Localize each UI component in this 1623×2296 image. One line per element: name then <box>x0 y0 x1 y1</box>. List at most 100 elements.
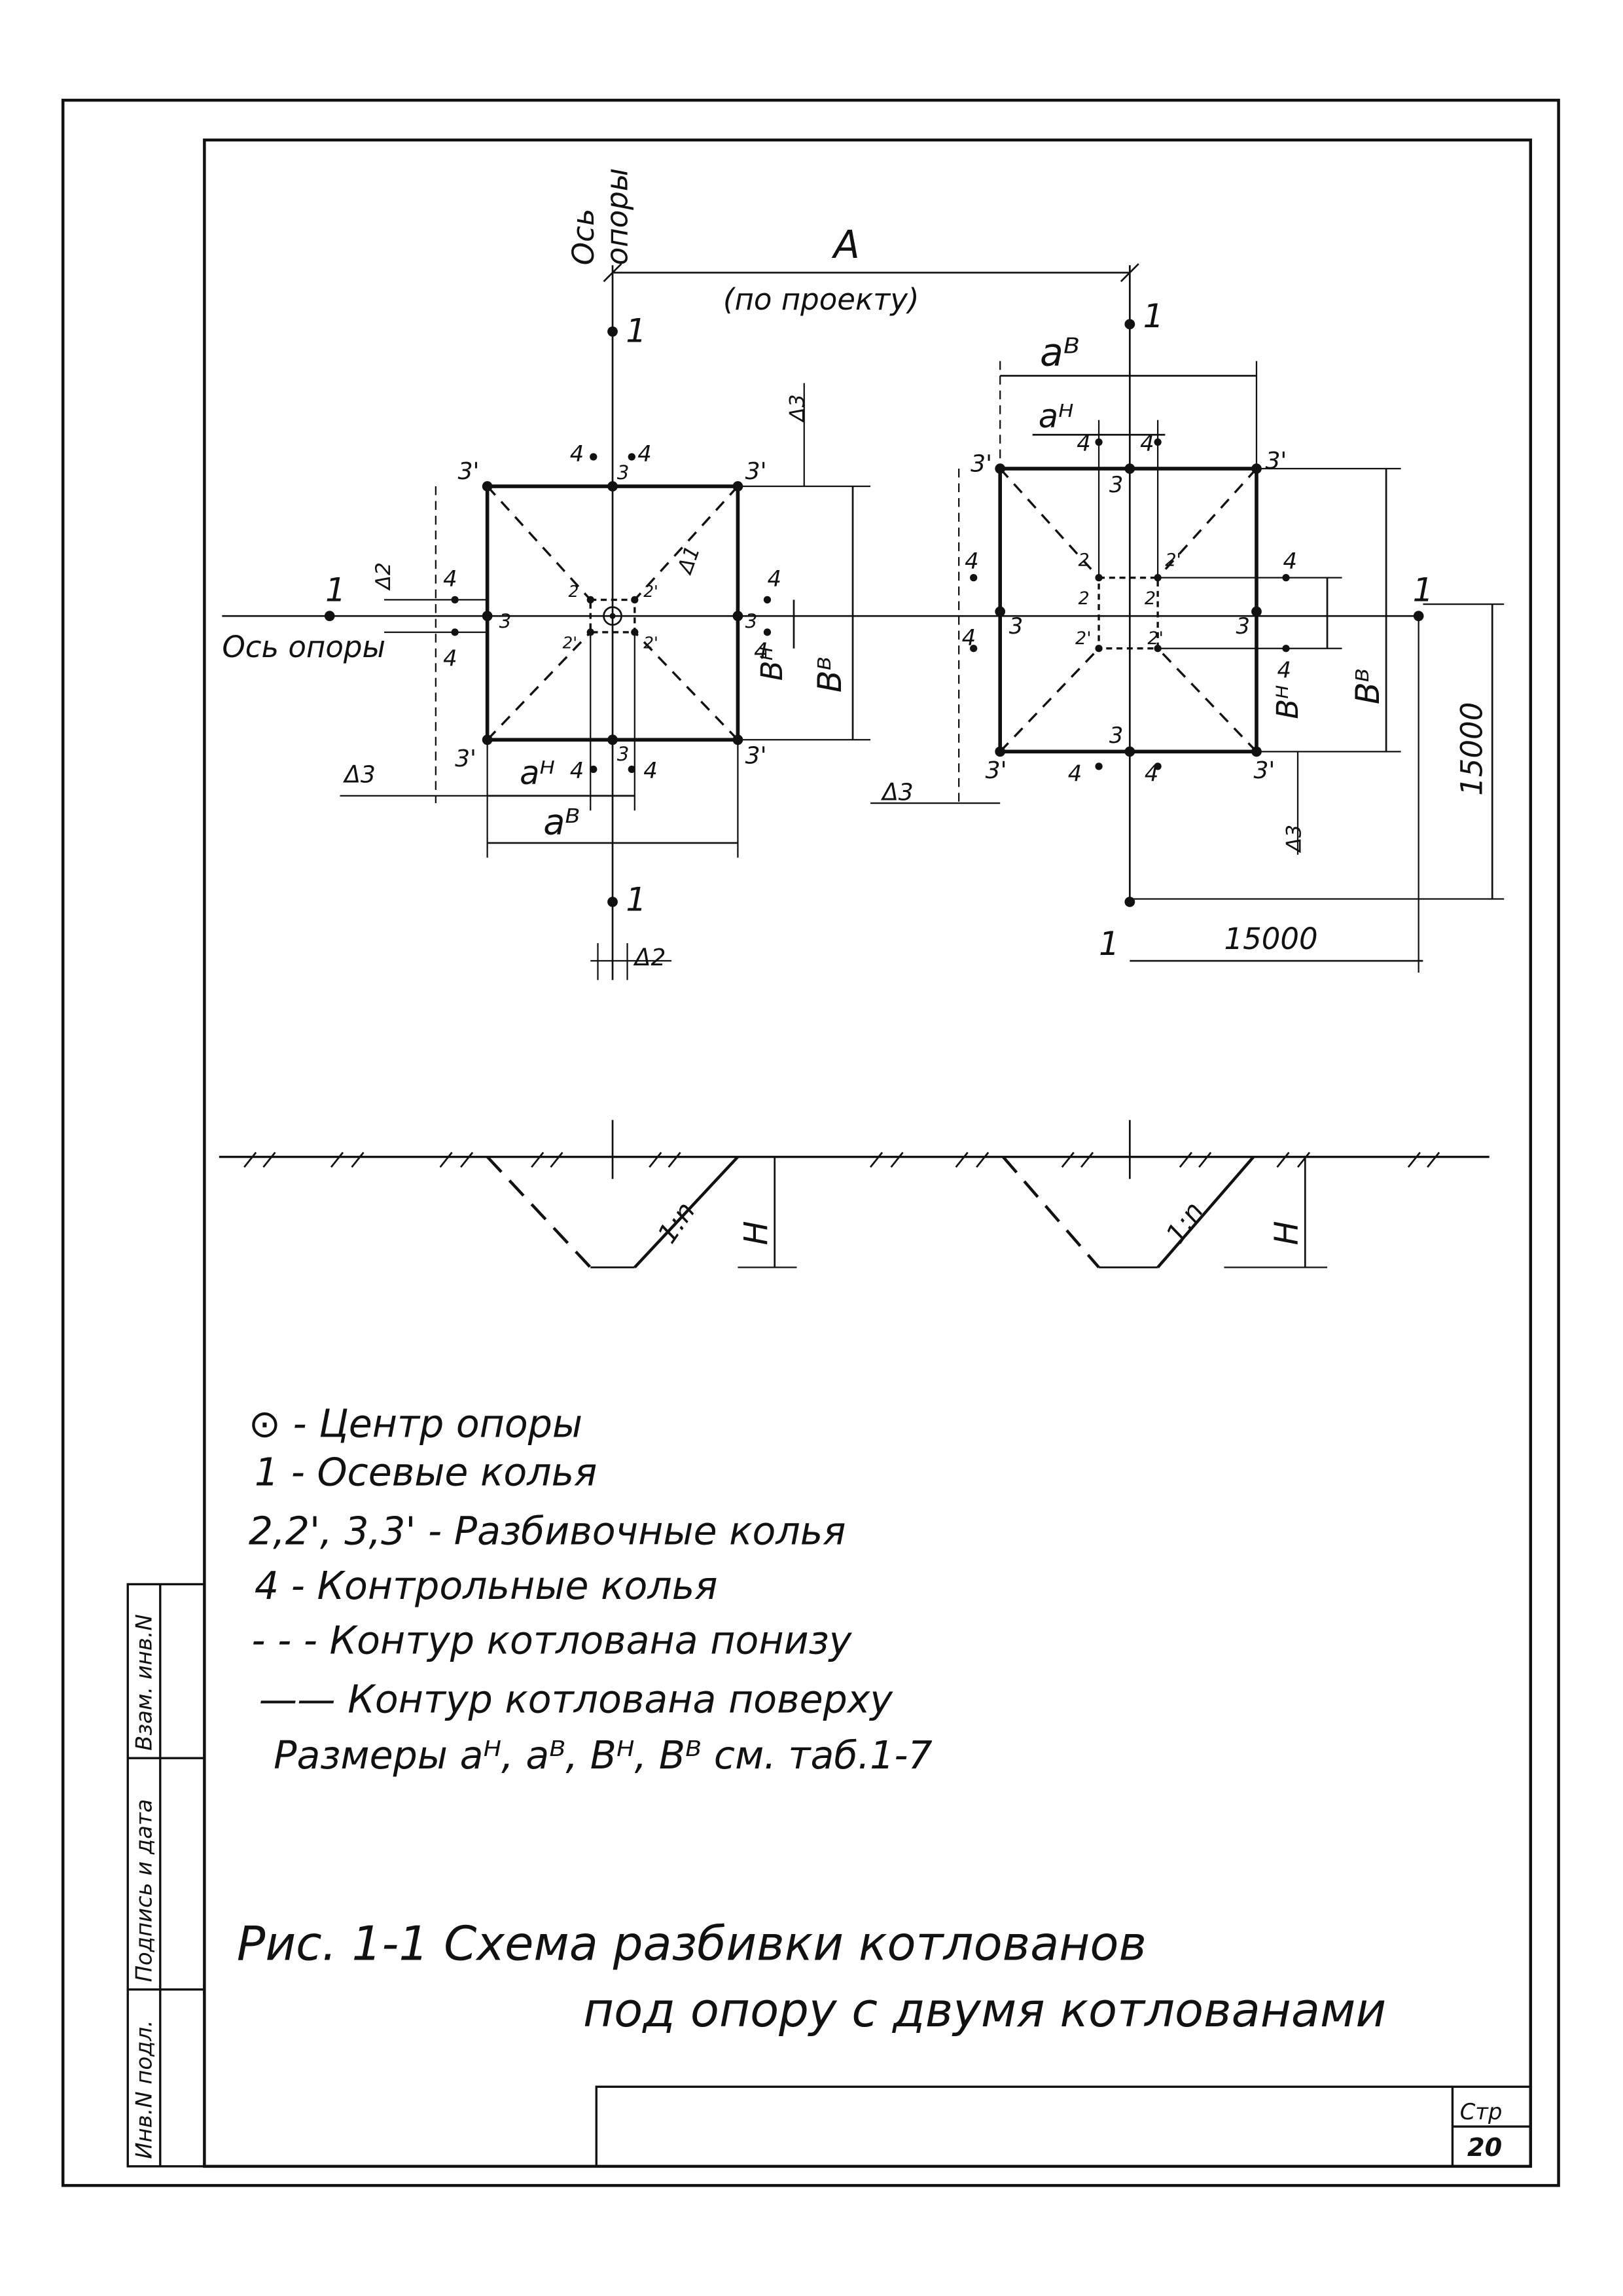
support-center-symbol <box>603 606 622 626</box>
inner-frame <box>203 138 1533 2168</box>
right-b-bottom-label: Bᴴ <box>1270 685 1305 719</box>
left-b-bottom-label: Bᴴ <box>755 647 789 681</box>
stake-3p-label: 3' <box>455 745 476 772</box>
stake-1-label: 1 <box>626 880 647 918</box>
legend-item: —— Контур котлована поверху <box>259 1677 894 1721</box>
legend-item: 2,2', 3,3' - Разбивочные колья <box>249 1509 846 1554</box>
legend-item: 4 - Контрольные колья <box>255 1564 718 1608</box>
stake-3-label: 3 <box>617 743 630 765</box>
stake-2p-label: 2' <box>643 634 658 653</box>
stake-4-label: 4 <box>1145 761 1158 786</box>
stake-3-label: 3 <box>499 610 512 632</box>
section-view: 1:n 1:n H H <box>219 1120 1489 1268</box>
stake-2p-label: 2' <box>1165 550 1181 571</box>
delta-1-label: Δ1 <box>673 543 705 577</box>
stake-2-label: 2 <box>1079 588 1090 609</box>
plan-view <box>222 263 1505 980</box>
stake-4-label: 4 <box>637 441 651 467</box>
stake-3p-label: 3' <box>745 458 767 485</box>
slope-label: 1:n <box>1160 1196 1210 1249</box>
stake-4-label: 4 <box>443 646 457 672</box>
stake-3p-label: 3' <box>745 742 767 769</box>
stake-4-label: 4 <box>1283 548 1297 574</box>
right-b-top-label: Bᴮ <box>1349 668 1387 704</box>
stamp-inv-label: Инв.N подл. <box>131 2020 156 2159</box>
delta-2-label: Δ2 <box>372 562 395 591</box>
stake-3p-label: 3' <box>986 757 1007 784</box>
dim-a-name: A <box>831 223 860 267</box>
dim-15000-horizontal: 15000 <box>1224 922 1317 956</box>
stamp-sign-label: Подпись и дата <box>131 1799 156 1982</box>
stake-3-label: 3 <box>617 461 630 484</box>
side-stamp: Инв.N подл. Подпись и дата Взам. инв.N <box>126 1583 206 2168</box>
axis-vertical-label-2: опоры <box>600 168 635 266</box>
stake-3p-label: 3' <box>971 451 992 478</box>
page-label: Стр <box>1460 2099 1503 2125</box>
stake-1-label: 1 <box>1413 571 1434 609</box>
dim-a-note: (по проекту) <box>723 282 919 317</box>
outer-border <box>61 98 1560 2187</box>
stake-1-label: 1 <box>1143 297 1164 335</box>
stake-4-label: 4 <box>965 548 978 574</box>
stake-2-label: 2 <box>1079 550 1090 571</box>
legend-item: - - - Контур котлована понизу <box>251 1618 852 1662</box>
stake-3p-label: 3' <box>1253 757 1275 784</box>
delta-3-label: Δ3 <box>342 762 376 789</box>
figure-caption-line2: под опору с двумя котлованами <box>583 1982 1386 2037</box>
right-pit-top-contour <box>998 467 1258 754</box>
stake-2p-label: 2' <box>562 634 577 653</box>
stake-4-label: 4 <box>1077 431 1090 456</box>
depth-label: H <box>737 1221 775 1245</box>
stamp-replace-label: Взам. инв.N <box>131 1614 156 1751</box>
page-number: 20 <box>1467 2133 1502 2162</box>
legend-item: Размеры aᴴ, aᴮ, Bᴴ, Bᴮ см. таб.1-7 <box>274 1733 933 1778</box>
right-a-top-label: aᴮ <box>1040 330 1080 374</box>
axis-vertical-label-1: Ось <box>566 209 601 266</box>
legend-item: 1 - Осевые колья <box>255 1450 597 1495</box>
stake-1-label: 1 <box>325 571 346 609</box>
dim-15000-vertical: 15000 <box>1454 702 1489 796</box>
stake-4-label: 4 <box>754 638 768 664</box>
stake-4-label: 4 <box>1277 658 1291 683</box>
left-a-top-label: aᴮ <box>543 801 580 842</box>
right-pit-bottom-contour <box>1097 576 1159 650</box>
delta-3-label: Δ3 <box>786 394 810 423</box>
stake-3-label: 3 <box>745 610 758 632</box>
stake-2-label: 2 <box>568 582 579 601</box>
left-b-top-label: Bᴮ <box>811 656 849 692</box>
stake-4-label: 4 <box>443 566 457 592</box>
stake-2p-label: 2' <box>1147 628 1164 649</box>
stake-1-label: 1 <box>626 312 647 350</box>
depth-label: H <box>1268 1221 1306 1245</box>
legend: ⊙ - Центр опоры 1 - Осевые колья 2,2', 3… <box>249 1401 933 1778</box>
stake-4-label: 4 <box>570 441 584 467</box>
stake-3-label: 3 <box>1009 613 1023 639</box>
plan-labels: Ось опоры Ось опоры A (по проекту) 1 1 1… <box>222 168 1489 971</box>
stake-4-label: 4 <box>962 625 976 651</box>
right-a-bottom-label: aᴴ <box>1039 397 1074 435</box>
legend-item: ⊙ - Центр опоры <box>249 1401 582 1446</box>
stake-3-label: 3 <box>1109 472 1123 497</box>
figure-caption-line1: Рис. 1-1 Схема разбивки котлованов <box>237 1916 1147 1971</box>
delta-2-label: Δ2 <box>633 944 666 971</box>
stake-3-label: 3 <box>1109 723 1123 748</box>
title-block: Стр 20 <box>595 2085 1532 2168</box>
stake-3p-label: 3' <box>1265 448 1287 475</box>
stake-1-label: 1 <box>1099 925 1120 963</box>
stake-2p-label: 2' <box>1075 628 1092 649</box>
stake-4-label: 4 <box>1068 761 1082 786</box>
left-pit-bottom-contour <box>589 598 636 634</box>
stake-4-label: 4 <box>643 758 657 783</box>
delta-3-label: Δ3 <box>880 780 914 806</box>
stake-4-label: 4 <box>570 758 584 783</box>
stake-2-label: 2 <box>1145 588 1156 609</box>
stake-2p-label: 2' <box>643 582 658 601</box>
axis-horizontal-label: Ось опоры <box>222 630 385 664</box>
left-a-bottom-label: aᴴ <box>520 754 555 792</box>
stake-3p-label: 3' <box>458 458 480 485</box>
stake-4-label: 4 <box>767 566 781 592</box>
stakes <box>324 319 1424 907</box>
delta-3-label: Δ3 <box>1283 825 1306 853</box>
stake-3-label: 3 <box>1236 613 1249 639</box>
